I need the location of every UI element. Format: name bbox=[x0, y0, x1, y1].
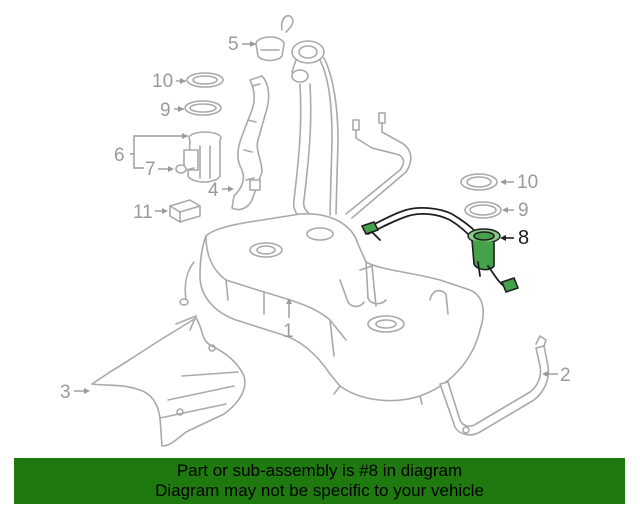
info-banner: Part or sub-assembly is #8 in diagram Di… bbox=[14, 458, 625, 504]
part-4-bracket bbox=[231, 75, 270, 211]
part-9-right-ring bbox=[464, 201, 502, 219]
svg-text:2: 2 bbox=[560, 365, 571, 386]
callout-1: 1 bbox=[283, 298, 294, 342]
callout-10-left: 10 bbox=[152, 71, 186, 92]
callout-7: 7 bbox=[145, 159, 174, 180]
part-1-fuel-tank bbox=[179, 213, 484, 405]
svg-text:10: 10 bbox=[152, 71, 173, 92]
svg-text:3: 3 bbox=[60, 382, 71, 403]
svg-text:8: 8 bbox=[518, 227, 529, 249]
callout-6: 6 bbox=[114, 133, 188, 169]
callout-3: 3 bbox=[60, 382, 90, 403]
svg-text:4: 4 bbox=[208, 180, 219, 201]
callout-9-right: 9 bbox=[502, 200, 529, 221]
svg-text:7: 7 bbox=[145, 159, 156, 180]
part-7-sender bbox=[175, 164, 195, 174]
svg-text:11: 11 bbox=[133, 202, 153, 223]
part-10-left-ring bbox=[186, 72, 224, 88]
callout-8: 8 bbox=[500, 227, 529, 249]
callout-10-right: 10 bbox=[500, 172, 538, 193]
callout-11: 11 bbox=[133, 202, 168, 223]
part-2-tank-strap bbox=[439, 335, 550, 436]
banner-line-2: Diagram may not be specific to your vehi… bbox=[155, 481, 484, 500]
part-5-filler-cap bbox=[255, 14, 294, 62]
svg-text:1: 1 bbox=[283, 321, 294, 342]
part-6-pump-module bbox=[183, 131, 222, 183]
svg-text:9: 9 bbox=[518, 200, 529, 221]
part-11-module bbox=[169, 199, 201, 223]
part-3-heat-shield bbox=[91, 315, 246, 447]
part-8-fuel-pump-assembly bbox=[361, 207, 519, 293]
parts-diagram: 5 10 9 bbox=[60, 14, 571, 447]
callout-2: 2 bbox=[542, 365, 571, 386]
filler-neck bbox=[291, 40, 339, 229]
callout-9-left: 9 bbox=[160, 100, 184, 121]
vent-lines bbox=[345, 112, 412, 219]
part-9-left-ring bbox=[184, 100, 222, 116]
svg-text:10: 10 bbox=[517, 172, 538, 193]
banner-line-1: Part or sub-assembly is #8 in diagram bbox=[176, 461, 463, 480]
svg-text:6: 6 bbox=[114, 145, 125, 166]
callout-4: 4 bbox=[208, 180, 234, 201]
callout-5: 5 bbox=[228, 34, 256, 55]
svg-text:5: 5 bbox=[228, 34, 239, 55]
svg-text:9: 9 bbox=[160, 100, 171, 121]
part-10-right-ring bbox=[460, 173, 498, 191]
